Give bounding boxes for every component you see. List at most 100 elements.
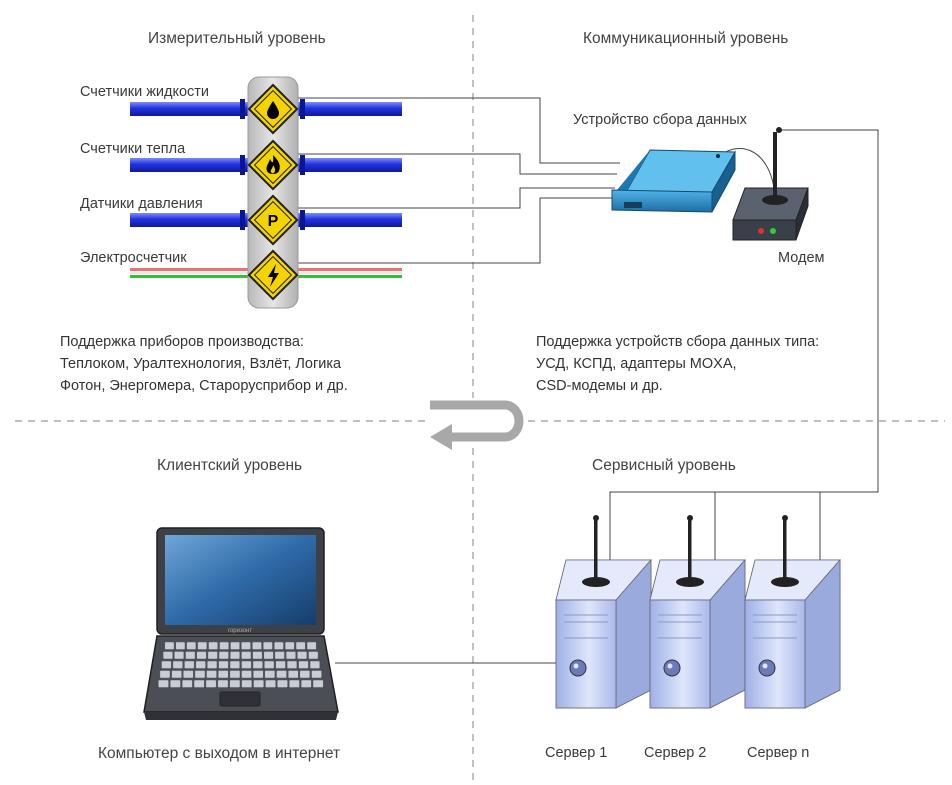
keyboard-key xyxy=(217,670,229,679)
keyboard-key xyxy=(264,670,276,679)
keyboard-key xyxy=(309,660,321,669)
keyboard-key xyxy=(229,670,241,679)
keyboard-key xyxy=(312,679,324,688)
keyboard-key xyxy=(174,651,185,660)
keyboard-key xyxy=(229,679,241,688)
laptop-keyboard xyxy=(158,641,324,688)
keyboard-key xyxy=(196,651,207,660)
keyboard-key xyxy=(193,679,205,688)
pressure-icon: P xyxy=(247,194,299,246)
keyboard-key xyxy=(288,679,300,688)
keyboard-key xyxy=(284,641,295,650)
support-collectors-line-1: Поддержка устройств сбора данных типа: xyxy=(536,334,820,350)
pressure-symbol: P xyxy=(268,213,279,230)
keyboard-key xyxy=(253,679,265,688)
keyboard-key xyxy=(297,651,308,660)
keyboard-key xyxy=(285,651,296,660)
keyboard-key xyxy=(241,660,252,669)
keyboard-key xyxy=(217,679,229,688)
server-2 xyxy=(649,515,746,709)
keyboard-key xyxy=(162,651,173,660)
keyboard-key xyxy=(184,660,195,669)
section-title-service: Сервисный уровень xyxy=(592,457,736,474)
keyboard-key xyxy=(159,670,171,679)
keyboard-key xyxy=(298,660,309,669)
data-flow-arrow xyxy=(430,400,524,450)
keyboard-key xyxy=(208,641,219,650)
keyboard-key xyxy=(286,660,298,669)
keyboard-key xyxy=(185,651,196,660)
keyboard-key xyxy=(218,651,229,660)
keyboard-key xyxy=(206,660,218,669)
keyboard-key xyxy=(287,670,299,679)
keyboard-key xyxy=(275,660,286,669)
keyboard-key xyxy=(274,651,285,660)
meter-label-pressure: Датчики давления xyxy=(80,196,203,212)
meter-label-heat: Счетчики тепла xyxy=(80,141,186,157)
keyboard-key xyxy=(229,651,241,660)
flame-icon xyxy=(247,139,299,191)
keyboard-key xyxy=(241,641,251,650)
keyboard-key xyxy=(252,651,263,660)
keyboard-key xyxy=(295,641,306,650)
keyboard-key xyxy=(252,660,263,669)
computer-label: Компьютер с выходом в интернет xyxy=(98,745,341,762)
support-meters-line-3: Фотон, Энергомера, Старорусприбор и др. xyxy=(60,378,348,394)
keyboard-key xyxy=(273,641,284,650)
section-title-communication: Коммуникационный уровень xyxy=(583,30,789,47)
keyboard-key xyxy=(311,670,322,679)
keyboard-key xyxy=(241,670,252,679)
keyboard-key xyxy=(164,641,175,650)
keyboard-key xyxy=(265,679,276,688)
meter-label-liquid: Счетчики жидкости xyxy=(80,84,210,100)
keyboard-key xyxy=(158,679,169,688)
laptop-computer: горизонт xyxy=(143,527,339,720)
support-meters-text: Поддержка приборов производства: Теплоко… xyxy=(60,331,348,397)
support-collectors-line-3: CSD-модемы и др. xyxy=(536,378,663,394)
section-title-measurement: Измерительный уровень xyxy=(148,30,326,47)
keyboard-key xyxy=(230,641,240,650)
keyboard-key xyxy=(277,679,288,688)
keyboard-key xyxy=(182,670,194,679)
keyboard-key xyxy=(308,651,319,660)
keyboard-key xyxy=(197,641,208,650)
keyboard-key xyxy=(300,679,312,688)
keyboard-key xyxy=(262,641,273,650)
drop-icon xyxy=(247,83,299,135)
keyboard-key xyxy=(219,641,230,650)
server-connections xyxy=(335,129,879,664)
keyboard-key xyxy=(186,641,197,650)
keyboard-key xyxy=(299,670,311,679)
keyboard-key xyxy=(161,660,172,669)
keyboard-key xyxy=(252,670,264,679)
support-collectors-text: Поддержка устройств сбора данных типа: У… xyxy=(536,331,819,397)
keyboard-key xyxy=(218,660,229,669)
keyboard-key xyxy=(241,679,253,688)
keyboard-key xyxy=(241,651,252,660)
keyboard-key xyxy=(207,651,218,660)
keyboard-key xyxy=(169,679,181,688)
modem-label: Модем xyxy=(778,250,825,266)
meter-column xyxy=(247,76,299,309)
keyboard-key xyxy=(229,660,241,669)
keyboard-key xyxy=(195,660,206,669)
keyboard-key xyxy=(172,660,183,669)
server-label-n: Сервер n xyxy=(747,745,810,761)
keyboard-key xyxy=(171,670,182,679)
server-label-1: Сервер 1 xyxy=(545,745,608,761)
server-label-2: Сервер 2 xyxy=(644,745,707,761)
keyboard-key xyxy=(194,670,206,679)
support-meters-line-2: Теплоком, Уралтехнология, Взлёт, Логика xyxy=(60,356,342,372)
keyboard-key xyxy=(306,641,317,650)
support-meters-line-1: Поддержка приборов производства: xyxy=(60,334,304,350)
section-title-client: Клиентский уровень xyxy=(157,457,303,474)
collector-label: Устройство сбора данных xyxy=(573,112,747,128)
lightning-icon xyxy=(247,249,299,301)
keyboard-key xyxy=(181,679,193,688)
keyboard-key xyxy=(205,679,217,688)
keyboard-key xyxy=(175,641,186,650)
keyboard-key xyxy=(252,641,262,650)
meter-label-electric: Электросчетчик xyxy=(80,250,187,266)
server-1 xyxy=(555,515,652,709)
